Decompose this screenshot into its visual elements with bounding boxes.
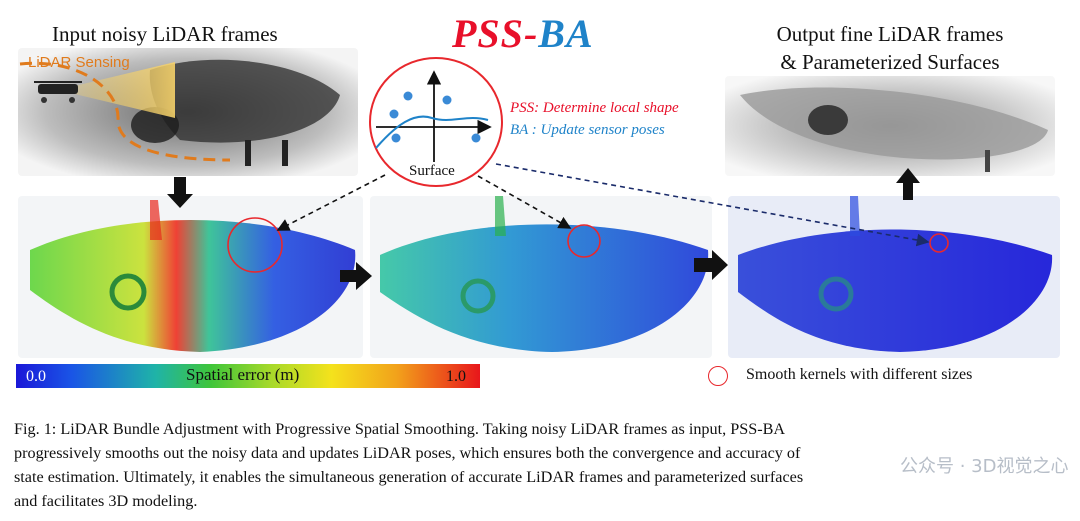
caption-line: state estimation. Ultimately, it enables… [14, 468, 804, 486]
watermark: 公众号 · 3D视觉之心 [900, 456, 1069, 477]
output-title-line1: Output fine LiDAR frames [776, 22, 1004, 46]
smooth-kernel-small [929, 233, 949, 253]
figure-graphics [18, 48, 1060, 358]
figure-caption: Fig. 1: LiDAR Bundle Adjustment with Pro… [14, 417, 1069, 513]
pss-description: PSS: Determine local shape [510, 100, 679, 116]
spatial-error-colorbar [16, 364, 480, 388]
error-pointcloud-final [728, 196, 1060, 358]
drone-icon [34, 81, 82, 103]
method-title: PSS-BA [452, 10, 594, 57]
surface-label: Surface [409, 163, 455, 179]
arrow-down-icon [167, 177, 193, 208]
output-title: Output fine LiDAR frames & Parameterized… [745, 20, 1035, 76]
output-pointcloud-image [725, 76, 1055, 176]
error-pointcloud-intermediate [370, 196, 712, 358]
colorbar-max-label: 1.0 [446, 368, 466, 385]
input-pointcloud-image [18, 48, 358, 176]
arrow-right-icon [340, 262, 372, 290]
kernel-legend-icon [708, 366, 728, 386]
input-title: Input noisy LiDAR frames [52, 22, 278, 46]
caption-line: progressively smooths out the noisy data… [14, 444, 801, 462]
method-title-ba: BA [538, 11, 594, 56]
caption-line: Fig. 1: LiDAR Bundle Adjustment with Pro… [14, 420, 786, 438]
caption-line: and facilitates 3D modeling. [14, 492, 198, 510]
method-title-dash: - [523, 11, 539, 56]
ba-description: BA : Update sensor poses [510, 122, 665, 138]
colorbar-min-label: 0.0 [26, 368, 46, 385]
smooth-kernel-large [227, 217, 283, 273]
colorbar-title: Spatial error (m) [186, 365, 300, 384]
arrow-to-kernel-large [276, 174, 386, 231]
error-pointcloud-initial [18, 196, 363, 358]
smooth-kernel-medium [567, 224, 601, 258]
surface-diagram [369, 57, 503, 187]
kernel-legend-text: Smooth kernels with different sizes [746, 366, 973, 383]
arrow-up-icon [896, 168, 920, 200]
arrow-to-kernel-small [495, 163, 930, 247]
arrow-right-icon [694, 250, 728, 280]
output-title-line2: & Parameterized Surfaces [780, 50, 1000, 74]
lidar-sensing-label: LiDAR Sensing [28, 54, 130, 71]
method-title-pss: PSS [452, 11, 524, 56]
